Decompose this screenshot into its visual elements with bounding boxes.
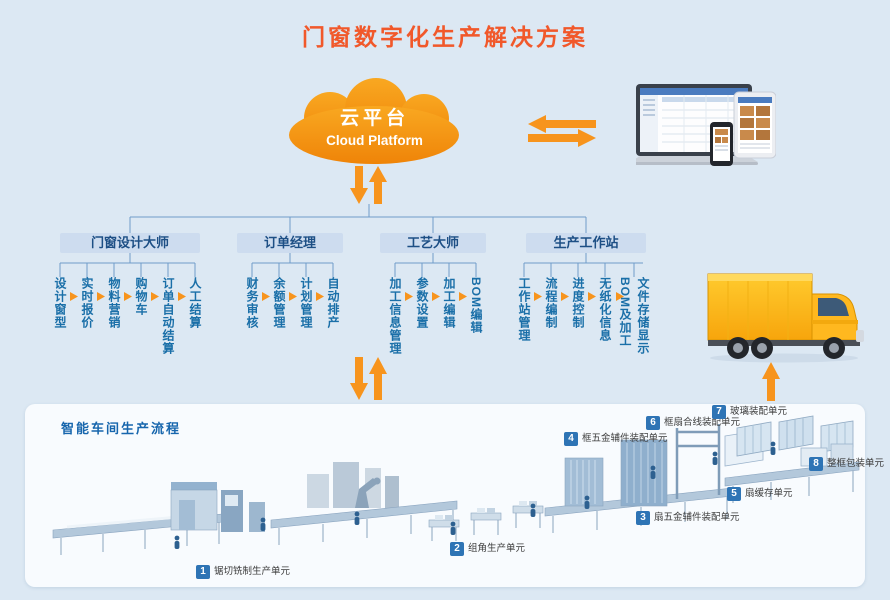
tree-leaf: 物料营销 (107, 277, 121, 329)
tree-leaf: 加工编辑 (442, 277, 456, 329)
unit-marker-4: 4 框五金辅件装配单元 (564, 432, 668, 446)
tree-leaf: 进度控制 (571, 277, 585, 329)
cloud-devices-sync-arrows-icon (528, 115, 596, 147)
tree-leaf: 自动排产 (326, 277, 340, 329)
unit-number-badge: 3 (636, 511, 650, 525)
tree-leaf: 计划管理 (299, 277, 313, 329)
branch-header-order-manager: 订单经理 (237, 233, 343, 253)
tree-leaf: 文件存储显示BOM及加工 (618, 277, 650, 355)
tree-workshop-sync-arrows-icon (350, 357, 387, 400)
unit-label: 框扇合线装配单元 (664, 417, 741, 428)
unit-number-badge: 1 (196, 565, 210, 579)
unit-number-badge: 4 (564, 432, 578, 446)
unit-label: 扇五金辅件装配单元 (654, 512, 740, 523)
cloud-subtitle: Cloud Platform (326, 132, 423, 148)
corner-assembly-machines (270, 462, 458, 545)
unit-number-badge: 5 (727, 487, 741, 501)
unit-number-badge: 2 (450, 542, 464, 556)
page-title: 门窗数字化生产解决方案 (302, 24, 588, 50)
unit-number-badge: 8 (809, 457, 823, 471)
production-line-illustration (52, 415, 860, 555)
flow-arrow-icons (70, 292, 624, 301)
tree-leaf: 订单自动结算 (161, 277, 175, 355)
tree-leaf: BOM编辑 (469, 277, 483, 334)
branch-header-window-design-master: 门窗设计大师 (60, 233, 200, 253)
delivery-truck-illustration (706, 268, 868, 364)
devices-illustration (630, 84, 777, 180)
unit-label: 锯切铣制生产单元 (214, 566, 291, 577)
unit-marker-2: 2 组角生产单元 (450, 542, 525, 556)
phone-icon (710, 122, 733, 166)
tree-leaf: 无纸化信息 (598, 277, 612, 342)
cloud-text: 云平台 Cloud Platform (272, 78, 477, 166)
workstation-tables (428, 501, 544, 541)
branch-header-process-master: 工艺大师 (380, 233, 486, 253)
unit-label: 玻璃装配单元 (730, 406, 788, 417)
tablet-icon (733, 91, 777, 159)
unit-number-badge: 7 (712, 405, 726, 419)
cloud-platform: 云平台 Cloud Platform (272, 78, 477, 166)
tree-leaf: 购物车 (134, 277, 148, 316)
workshop-title: 智能车间生产流程 (61, 421, 182, 436)
unit-label: 组角生产单元 (468, 543, 526, 554)
unit-number-badge: 6 (646, 416, 660, 430)
unit-marker-6: 6 框扇合线装配单元 (646, 416, 740, 430)
unit-marker-5: 5 扇缓存单元 (727, 487, 793, 501)
tree-leaf: 实时报价 (80, 277, 94, 329)
branch-header-production-workstation: 生产工作站 (526, 233, 646, 253)
truck-icon (707, 273, 864, 363)
unit-label: 框五金辅件装配单元 (582, 433, 668, 444)
cloud-title: 云平台 (339, 107, 409, 129)
robot-arm-icon (355, 477, 381, 508)
workshop-truck-up-arrow-icon (762, 362, 780, 401)
tree-leaf: 加工信息管理 (388, 277, 402, 355)
unit-marker-7: 7 玻璃装配单元 (712, 405, 787, 419)
unit-marker-1: 1 锯切铣制生产单元 (196, 565, 290, 579)
workshop-panel: 智能车间生产流程 (25, 404, 884, 587)
tree-leaf: 财务审核 (245, 277, 259, 329)
tree-leaf: 人工结算 (188, 277, 202, 329)
tree-leaf: 设计窗型 (53, 277, 67, 329)
cloud-tree-sync-arrows-icon (350, 166, 387, 204)
cloud-icon (289, 78, 459, 164)
worker-figures (174, 441, 776, 549)
tree-leaf: 余额管理 (272, 277, 286, 329)
unit-label: 整框包装单元 (827, 458, 885, 469)
unit-marker-8: 8 整框包装单元 (809, 457, 884, 471)
sawing-milling-machines (52, 482, 265, 555)
unit-marker-3: 3 扇五金辅件装配单元 (636, 511, 740, 525)
tree-leaf: 参数设置 (415, 277, 429, 329)
tree-leaf: 流程编制 (544, 277, 558, 329)
tree-leaf: 工作站管理 (517, 277, 531, 342)
unit-label: 扇缓存单元 (745, 488, 793, 499)
